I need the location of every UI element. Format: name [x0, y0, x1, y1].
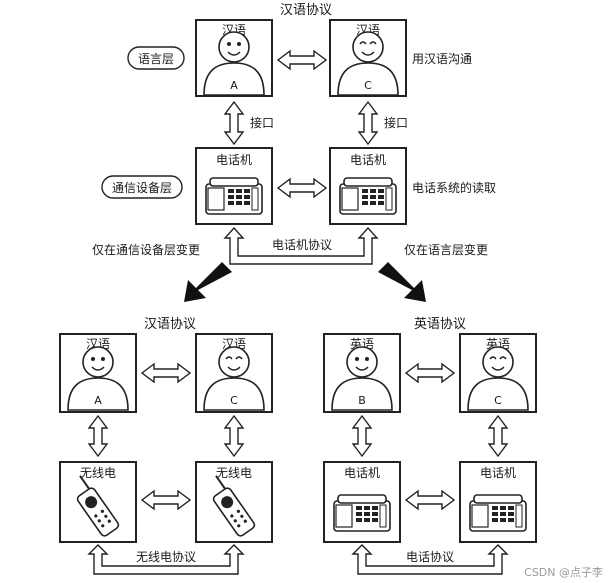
layer-language-badge — [127, 46, 185, 70]
down-left-arrow-icon — [184, 262, 232, 302]
br-person-c-id: C — [494, 394, 502, 407]
bl-person-a-id: A — [94, 394, 102, 407]
bl-device-protocol-connector — [87, 544, 245, 575]
br-device-c-phone-icon — [469, 494, 527, 532]
change-left-note: 仅在通信设备层变更 — [92, 242, 200, 257]
br-device-b-phone-icon — [333, 494, 391, 532]
top-person-double-arrow — [276, 49, 328, 71]
top-device-protocol-label: 电话机协议 — [272, 237, 332, 252]
top-interface-arrow-right — [357, 100, 379, 146]
top-device-double-arrow — [276, 177, 328, 199]
bl-device-protocol-label: 无线电协议 — [136, 549, 196, 564]
br-interface-arrow-left — [351, 414, 373, 458]
br-person-b-id: B — [358, 394, 366, 407]
right-note-comm: 电话系统的读取 — [412, 180, 496, 195]
top-interface-arrow-left — [223, 100, 245, 146]
br-device-double-arrow — [404, 489, 456, 511]
br-person-double-arrow — [404, 362, 456, 384]
bl-interface-arrow-right — [223, 414, 245, 458]
bl-person-c-id: C — [230, 394, 238, 407]
top-device-c-phone-icon — [339, 177, 397, 215]
top-person-a-id: A — [230, 79, 238, 92]
bl-device-double-arrow — [140, 489, 192, 511]
top-interface-label-right: 接口 — [384, 115, 408, 130]
br-device-protocol-label: 电话协议 — [406, 549, 454, 564]
br-device-b-label: 电话机 — [344, 466, 380, 480]
change-right-note: 仅在语言层变更 — [404, 242, 488, 257]
top-device-protocol-connector — [223, 226, 379, 265]
layer-comm-badge — [101, 175, 183, 199]
bl-interface-arrow-left — [87, 414, 109, 458]
layer-language-label: 语言层 — [138, 52, 174, 66]
top-protocol-label: 汉语协议 — [280, 3, 332, 18]
br-device-c-label: 电话机 — [480, 466, 516, 480]
bl-device-a-label: 无线电 — [80, 466, 116, 480]
bl-device-c-label: 无线电 — [216, 466, 252, 480]
br-protocol-label: 英语协议 — [414, 317, 466, 332]
top-device-a-phone-icon — [205, 177, 263, 215]
layer-comm-label: 通信设备层 — [112, 181, 172, 195]
bl-protocol-label: 汉语协议 — [144, 317, 196, 332]
top-person-c-id: C — [364, 79, 372, 92]
right-note-language: 用汉语沟通 — [412, 52, 472, 66]
br-interface-arrow-right — [487, 414, 509, 458]
top-interface-label-left: 接口 — [250, 115, 274, 130]
br-device-protocol-connector — [351, 544, 509, 575]
down-right-arrow-icon — [378, 262, 426, 302]
bl-person-double-arrow — [140, 362, 192, 384]
top-device-a-label: 电话机 — [216, 153, 252, 167]
top-device-c-label: 电话机 — [350, 153, 386, 167]
watermark: CSDN @点子李 — [524, 565, 603, 579]
